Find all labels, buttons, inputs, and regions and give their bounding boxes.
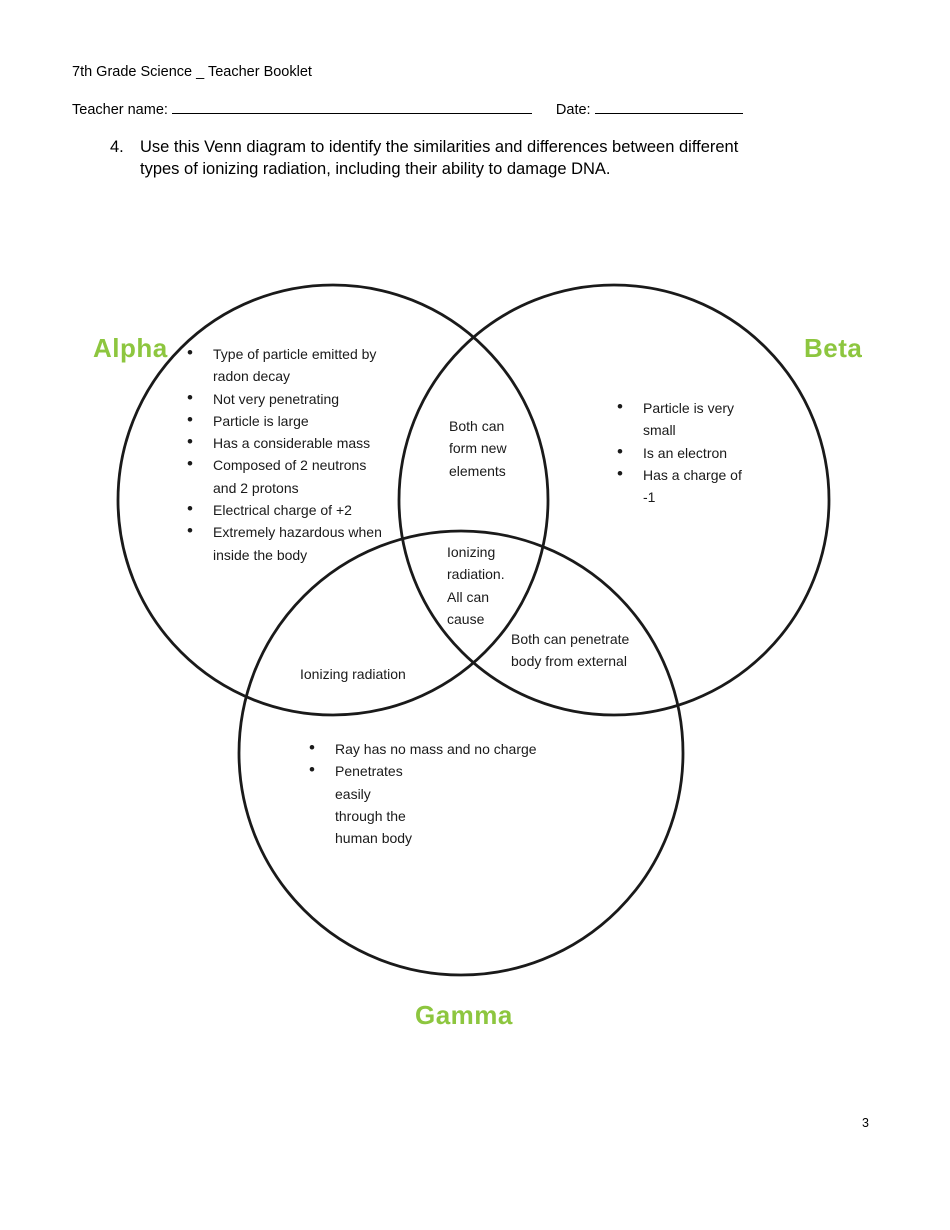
list-item: Electrical charge of +2 — [185, 498, 395, 521]
alpha-circle — [116, 283, 550, 717]
question-line-1: Use this Venn diagram to identify the si… — [140, 138, 739, 156]
name-date-row: Teacher name: Date: — [72, 100, 743, 118]
alpha-beta-overlap-text: Both can form new elements — [449, 418, 507, 479]
date-blank — [594, 100, 743, 114]
teacher-name-label: Teacher name: — [72, 102, 168, 118]
gamma-item-list: Ray has no mass and no charge Penetrates… — [307, 737, 552, 849]
list-item: Has a considerable mass — [185, 431, 395, 454]
gamma-label: Gamma — [415, 1000, 513, 1030]
list-item: Particle is very small — [615, 396, 750, 442]
question-line-2: types of ionizing radiation, including t… — [140, 159, 611, 178]
list-item: Has a charge of -1 — [615, 463, 750, 509]
beta-circle — [397, 283, 831, 717]
beta-label: Beta — [804, 333, 863, 363]
alpha-label: Alpha — [93, 333, 168, 363]
list-item: Particle is large — [185, 409, 395, 432]
list-item: Extremely hazardous when inside the body — [185, 520, 395, 566]
question-number: 4. — [110, 138, 124, 156]
question-4: 4. Use this Venn diagram to identify the… — [110, 137, 840, 180]
list-item: Type of particle emitted by radon decay — [185, 342, 395, 388]
gamma-circle — [237, 529, 685, 977]
page-number: 3 — [862, 1116, 869, 1130]
list-item: Penetrates easily through the human body — [307, 759, 552, 849]
list-item: Composed of 2 neutrons and 2 protons — [185, 453, 395, 499]
list-item: Is an electron — [615, 441, 750, 464]
document-title: 7th Grade Science _ Teacher Booklet — [72, 64, 312, 80]
list-item: Not very penetrating — [185, 387, 395, 410]
alpha-item-list: Type of particle emitted by radon decay … — [185, 342, 395, 566]
date-label: Date: — [555, 102, 591, 118]
question-text: Use this Venn diagram to identify the si… — [140, 137, 840, 180]
beta-gamma-overlap-text: Both can penetrate body from external — [511, 631, 630, 670]
center-overlap-text: Ionizing radiation. All can cause — [447, 544, 505, 627]
list-item: Ray has no mass and no charge — [307, 737, 552, 760]
beta-item-list: Particle is very small Is an electron Ha… — [615, 396, 750, 509]
alpha-gamma-overlap-text: Ionizing radiation — [300, 666, 406, 682]
teacher-name-blank — [171, 100, 532, 114]
